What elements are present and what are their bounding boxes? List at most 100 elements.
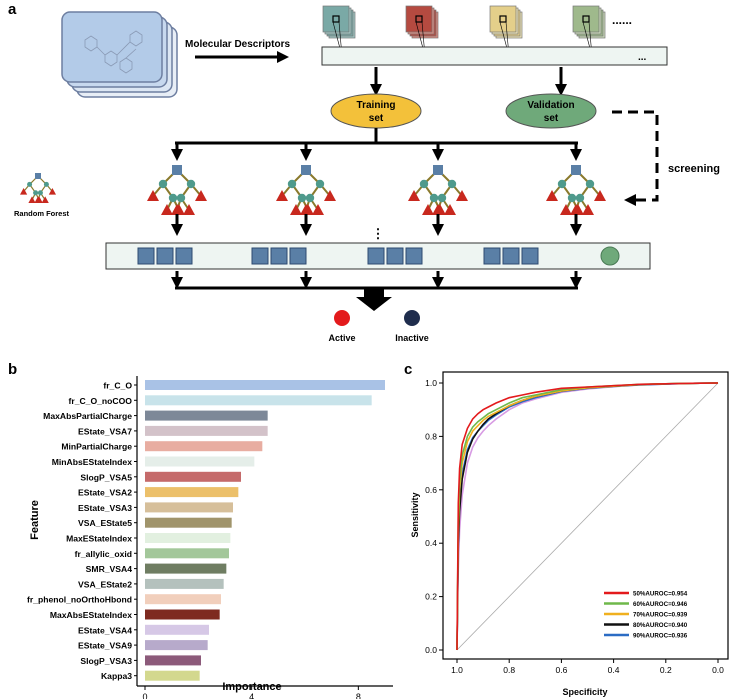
bar-label: fr_phenol_noOrthoHbond (27, 595, 132, 605)
roc-curve-0 (456, 382, 719, 651)
descriptor-card (322, 5, 350, 33)
tree-node (287, 179, 297, 189)
x-tick-label: 8 (356, 692, 361, 699)
tree-node (37, 190, 43, 196)
roc-diagonal (456, 382, 719, 651)
tree-leaf (582, 204, 594, 215)
bar-label: SlogP_VSA5 (80, 472, 132, 482)
bar-label: MaxEStateIndex (66, 534, 132, 544)
validation-label-1: Validation (527, 100, 574, 111)
tree-leaf (41, 196, 49, 203)
tree-node (43, 181, 49, 187)
prediction-square (270, 247, 288, 265)
random-forest-icon (20, 173, 56, 203)
validation-set-ellipse (505, 93, 597, 129)
roc-y-tick-label: 0.6 (425, 485, 437, 495)
tree-node (567, 193, 577, 203)
descriptor-marker (415, 15, 423, 23)
training-label-1: Training (357, 100, 396, 111)
tree-leaf (276, 190, 288, 201)
tree-leaf (408, 190, 420, 201)
roc-x-tick-label: 0.6 (555, 665, 567, 675)
bar-label: fr_C_O_noCOO (68, 396, 132, 406)
tree-node (305, 193, 315, 203)
descriptor-card (572, 5, 600, 33)
prediction-square (289, 247, 307, 265)
aggregate-arrows (171, 271, 582, 311)
bar-fr_C_O_noCOO (145, 395, 372, 406)
bar-SlogP_VSA3 (145, 655, 201, 666)
tree-leaf (20, 188, 28, 195)
panel-c-letter: c (404, 361, 412, 378)
tree-node (437, 193, 447, 203)
bar-Kappa3 (145, 670, 200, 681)
feature-importance-chart: fr_C_Ofr_C_O_noCOOMaxAbsPartialChargeESt… (27, 376, 393, 699)
b-ylabel: Feature (29, 500, 41, 540)
bar-label: MaxAbsPartialCharge (43, 411, 132, 421)
bar-ellipsis: ... (638, 52, 647, 63)
tree-leaf (422, 204, 434, 215)
legend-label: 70%AUROC=0.939 (633, 612, 688, 619)
bar-SMR_VSA4 (145, 563, 227, 574)
tree-leaf (290, 204, 302, 215)
tree-node (447, 179, 457, 189)
roc-y-tick-label: 1.0 (425, 378, 437, 388)
bar-EState_VSA2 (145, 487, 239, 498)
inactive-label: Inactive (395, 333, 429, 343)
bar-EState_VSA4 (145, 624, 209, 635)
roc-y-tick-label: 0.4 (425, 538, 437, 548)
tree-node (575, 193, 585, 203)
tree-leaf (171, 204, 183, 215)
tree-node (168, 193, 178, 203)
bar-MaxEStateIndex (145, 533, 231, 543)
bar-MaxAbsEStateIndex (145, 609, 220, 620)
active-label: Active (328, 333, 355, 343)
bar-label: VSA_EState5 (78, 518, 132, 528)
tree-root (35, 173, 41, 179)
bar-VSA_EState2 (145, 578, 224, 589)
tree-leaf (560, 204, 572, 215)
bar-fr_phenol_noOrthoHbond (145, 594, 221, 605)
tree-leaf (432, 204, 444, 215)
validation-label-2: set (544, 113, 559, 124)
roc-x-tick-label: 0.0 (712, 665, 724, 675)
active-dot (334, 310, 350, 326)
descriptor-marker (499, 15, 507, 23)
tree-leaf (34, 196, 42, 203)
screening-label: screening (668, 163, 720, 175)
legend-label: 80%AUROC=0.940 (633, 622, 688, 629)
legend-label: 60%AUROC=0.946 (633, 601, 688, 608)
b-xlabel: Importance (222, 681, 281, 693)
prediction-square (137, 247, 155, 265)
descriptor-marker (332, 15, 340, 23)
tree-leaf (195, 190, 207, 201)
bar-label: SlogP_VSA3 (80, 656, 132, 666)
roc-x-tick-label: 0.8 (503, 665, 515, 675)
prediction-square (502, 247, 520, 265)
tree-root (433, 165, 443, 175)
tree-leaf (300, 204, 312, 215)
tree-node (419, 179, 429, 189)
legend-label: 50%AUROC=0.954 (633, 591, 688, 598)
bar-fr_C_O (145, 380, 385, 390)
screening-path (612, 110, 659, 206)
bar-MaxAbsPartialCharge (145, 410, 268, 421)
tree-node (557, 179, 567, 189)
descriptor-marker (582, 15, 590, 23)
descriptor-bar (321, 46, 668, 66)
tree-leaf (28, 196, 36, 203)
bar-label: MinAbsEStateIndex (52, 457, 132, 467)
bar-EState_VSA7 (145, 425, 268, 436)
prediction-square (367, 247, 385, 265)
tree-leaf (183, 204, 195, 215)
tree-node (158, 179, 168, 189)
legend-label: 90%AUROC=0.936 (633, 633, 688, 640)
tree-node (585, 179, 595, 189)
bar-EState_VSA9 (145, 640, 208, 651)
bar-label: EState_VSA9 (78, 641, 132, 651)
tree-node (176, 193, 186, 203)
panel-a-letter: a (8, 1, 17, 18)
forest-trees (147, 165, 606, 215)
